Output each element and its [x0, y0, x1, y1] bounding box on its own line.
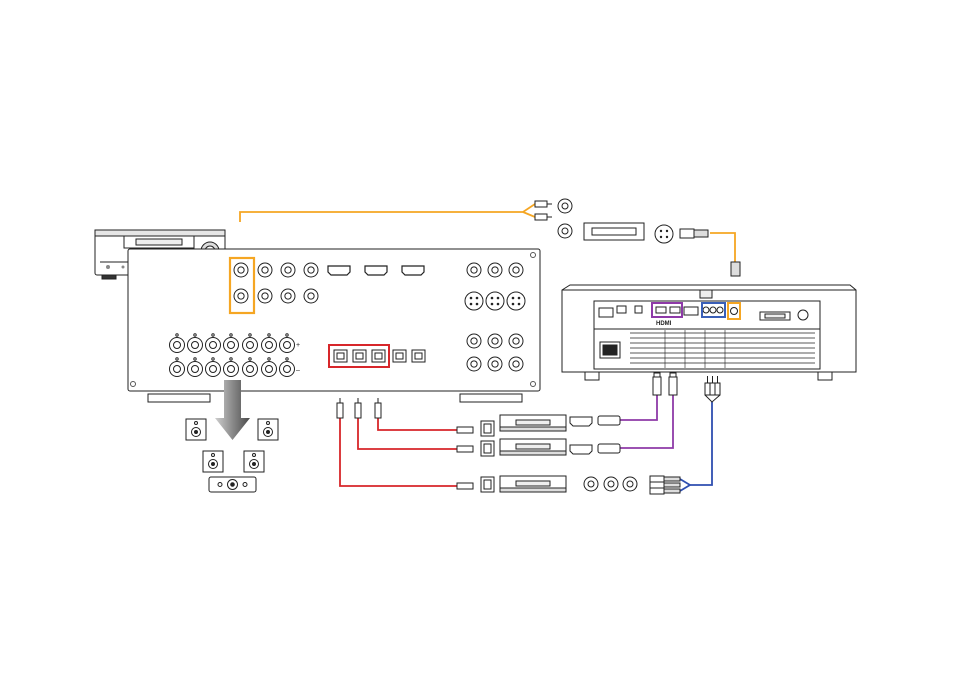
rca-plug-icon — [535, 214, 552, 220]
speaker-icon — [186, 419, 206, 440]
rca-jack — [509, 263, 523, 277]
rca-jack — [304, 263, 318, 277]
composite-plugs — [535, 199, 572, 238]
optical-cable-2 — [358, 418, 457, 449]
hdmi-out-port — [570, 445, 592, 454]
hdmi-in-port — [670, 307, 680, 313]
rca-plug-icon — [705, 376, 710, 395]
hdmi-plug-icon — [653, 373, 661, 395]
composite-video-cable — [240, 204, 535, 222]
optical-plug-icon — [375, 398, 381, 418]
svideo-jack — [486, 292, 504, 310]
rca-jack — [509, 334, 523, 348]
component-cable-fan-1 — [680, 479, 690, 485]
svideo-plug-icon — [731, 262, 740, 276]
rca-jack — [467, 263, 481, 277]
svideo-jack — [465, 292, 483, 310]
rca-plug-icon — [715, 376, 720, 395]
rca-plug-icon — [650, 476, 680, 482]
rca-jack — [488, 334, 502, 348]
hdmi-port-2 — [365, 266, 387, 275]
source-device-2 — [457, 439, 620, 456]
rca-jack — [258, 263, 272, 277]
rca-jack — [304, 289, 318, 303]
hdmi-in-port — [656, 307, 666, 313]
component-cable-fan-2 — [680, 485, 690, 491]
source-device-3 — [457, 476, 680, 494]
hdmi-logo: HDMI — [656, 321, 672, 327]
rca-jack — [467, 334, 481, 348]
source-device-1 — [457, 415, 620, 436]
receiver-rear-panel: + – — [128, 249, 540, 402]
rca-jack — [281, 263, 295, 277]
component-jack — [703, 307, 709, 313]
hdmi-plug-icon — [598, 416, 620, 425]
source-devices — [457, 415, 680, 494]
rca-plug-icon — [710, 376, 715, 395]
hdmi-port-3 — [402, 266, 424, 275]
rca-plug-icon — [650, 488, 680, 494]
svideo-jack — [507, 292, 525, 310]
rca-jack — [234, 289, 248, 303]
optical-plug-icon — [457, 483, 473, 489]
optical-plug-icon — [337, 398, 343, 418]
receiver-hdmi-ports — [328, 266, 424, 275]
svideo-source — [584, 223, 740, 276]
svideo-cable — [710, 233, 735, 262]
rca-jack — [488, 357, 502, 371]
optical-plug-icon — [457, 446, 473, 452]
speaker-icon — [203, 451, 223, 472]
hdmi-port-1 — [328, 266, 350, 275]
optical-plug-icon — [355, 398, 361, 418]
composite-video-cable-branch — [523, 212, 535, 217]
rca-jack — [467, 357, 481, 371]
projector-plugs — [653, 373, 720, 402]
svg-text:+: + — [296, 342, 300, 349]
speaker-icon — [244, 451, 264, 472]
svg-text:–: – — [296, 367, 300, 374]
hdmi-cable-1 — [620, 395, 657, 420]
rca-jack — [509, 357, 523, 371]
svideo-plug-icon — [680, 229, 708, 238]
rca-jack — [234, 263, 248, 277]
rca-jack — [488, 263, 502, 277]
component-jack — [717, 307, 723, 313]
optical-plugs-top — [337, 398, 381, 418]
rca-plug-icon — [650, 482, 680, 488]
video-in-jack — [731, 308, 738, 315]
rca-jack — [258, 289, 272, 303]
rca-jack — [281, 289, 295, 303]
projector: HDMI — [562, 285, 856, 380]
hdmi-out-port — [570, 417, 592, 426]
component-jack — [710, 307, 716, 313]
rca-plug-icon — [535, 201, 552, 207]
center-speaker-icon — [209, 477, 256, 492]
optical-plug-icon — [457, 427, 473, 433]
component-cable — [690, 402, 712, 485]
hdmi-plug-icon — [669, 373, 677, 395]
receiver-svideo-jacks — [465, 292, 525, 310]
hdmi-cable-2 — [620, 395, 673, 448]
hdmi-plug-icon — [598, 444, 620, 453]
svideo-jack — [655, 225, 673, 243]
optical-cable-1 — [378, 418, 457, 430]
speaker-icon — [258, 419, 278, 440]
